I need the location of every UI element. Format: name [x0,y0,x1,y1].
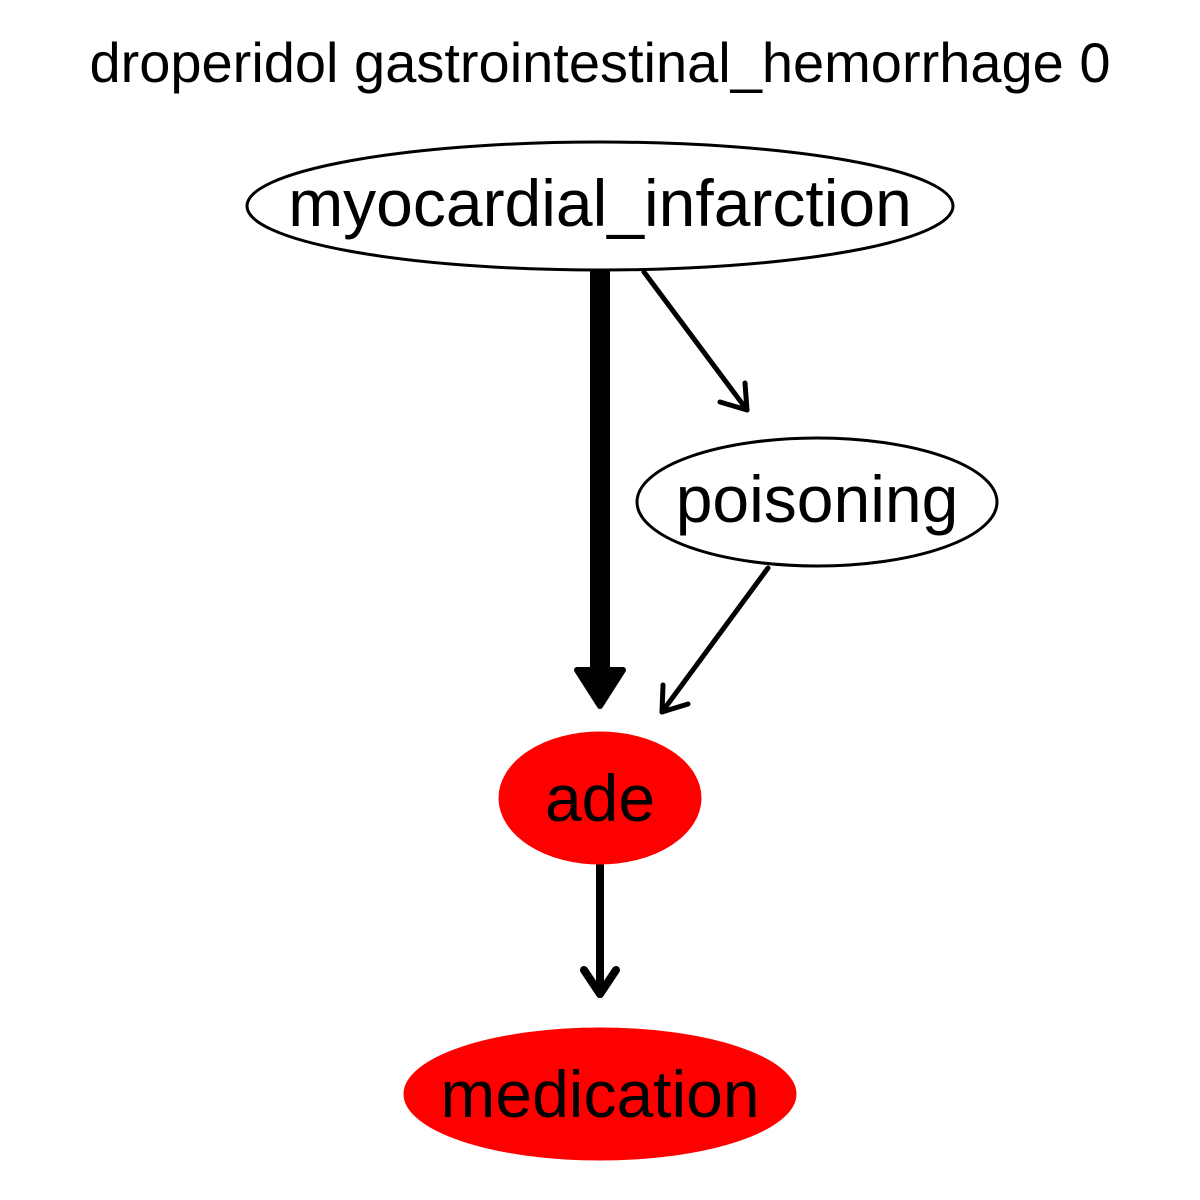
diagram-title: droperidol gastrointestinal_hemorrhage 0 [89,31,1110,94]
edge-arrowhead [717,380,750,413]
edge-ade-to-medication [580,862,620,998]
node-label: myocardial_infarction [288,166,912,240]
edge-myocardial-infarction-to-poisoning [641,269,750,413]
node-shape [403,1027,797,1161]
node-myocardial-infarction: myocardial_infarction [245,140,955,272]
nodes-layer: myocardial_infarction poisoning ade medi… [245,140,999,1161]
edge-arrowhead [574,667,626,709]
node-shape [635,436,999,568]
edge-myocardial-infarction-to-ade [574,262,626,709]
node-shape [498,731,702,865]
edge-poisoning-to-ade [659,565,771,715]
edge-arrowhead [580,966,620,998]
node-poisoning: poisoning [635,436,999,568]
node-label: ade [545,761,655,835]
node-shape [245,140,955,272]
edge-line [641,269,750,413]
node-label: medication [440,1057,759,1131]
node-ade: ade [498,731,702,865]
node-medication: medication [403,1027,797,1161]
edge-line [659,565,771,715]
node-label: poisoning [676,462,959,536]
edge-arrowhead [659,682,691,715]
edges-layer [574,262,771,998]
